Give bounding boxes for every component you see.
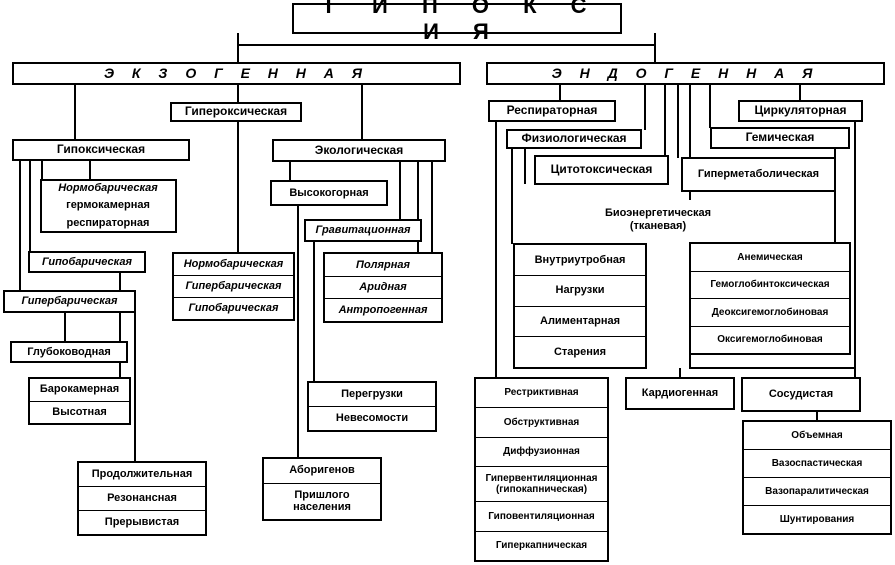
hyperoxic-box: Гипероксическая	[170, 102, 302, 122]
chamber-label: гермокамерная	[66, 199, 150, 212]
resonant-item: Резонансная	[79, 486, 205, 510]
duration-stack: Продолжительная Резонансная Прерывистая	[77, 461, 207, 536]
bioenergetic-label: Биоэнергетическая (тканевая)	[604, 207, 712, 232]
vascular-types-stack: Объемная Вазоспастическая Вазопаралитиче…	[742, 420, 892, 535]
circulatory-box: Циркуляторная	[738, 100, 863, 122]
ecological-box: Экологическая	[272, 139, 446, 162]
intermittent-item: Прерывистая	[79, 510, 205, 534]
cytotoxic-box: Цитотоксическая	[534, 155, 669, 185]
hypobaric-item: Гипобарическая	[174, 297, 293, 319]
hyperbaric-item: Гипербарическая	[174, 275, 293, 297]
endogenous-header: Э Н Д О Г Е Н Н А Я	[486, 62, 885, 85]
respiratory-types-stack: Рестриктивная Обструктивная Диффузионная…	[474, 377, 609, 562]
exogenous-header: Э К З О Г Е Н Н А Я	[12, 62, 461, 85]
pressure-types-stack: Барокамерная Высотная	[28, 377, 131, 425]
arid-item: Аридная	[325, 275, 441, 299]
hypoxic-box: Гипоксическая	[12, 139, 190, 161]
normobaric-subtypes: Нормобарическая гермокамерная респиратор…	[40, 179, 176, 232]
obstructive-item: Обструктивная	[476, 407, 607, 436]
overload-item: Перегрузки	[341, 388, 403, 401]
vasoparalytic-item: Вазопаралитическая	[744, 477, 890, 505]
newcomers-item: Пришлого населения	[264, 482, 380, 519]
weightlessness-item: Невесомости	[309, 406, 435, 430]
hemic-types-stack: Анемическая Гемоглобинтоксическая Деокси…	[689, 242, 851, 355]
normobaric-label: Нормобарическая	[58, 181, 158, 194]
restrictive-item: Рестриктивная	[504, 387, 579, 399]
title-hypoxia: Г И П О К С И Я	[292, 0, 622, 44]
hypobaric-box: Гипобарическая	[28, 251, 146, 273]
aborigines-item: Аборигенов	[289, 464, 355, 477]
pressure-modes-stack: Нормобарическая Гипербарическая Гипобари…	[172, 252, 295, 321]
anemic-item: Анемическая	[737, 251, 803, 263]
normobaric-item: Нормобарическая	[183, 258, 284, 271]
shunting-item: Шунтирования	[744, 505, 890, 533]
pressure-chamber-item: Барокамерная	[39, 383, 120, 396]
hypoventilation-item: Гиповентиляционная	[476, 501, 607, 530]
altitude-item: Высотная	[30, 400, 129, 424]
volume-item: Объемная	[791, 429, 843, 441]
vasospastic-item: Вазоспастическая	[744, 449, 890, 477]
hypermetabolic-box: Гиперметаболическая	[681, 157, 836, 192]
respiratory-box: Респираторная	[488, 100, 616, 122]
exertion-item: Нагрузки	[515, 274, 645, 306]
deoxyhemoglobin-item: Деоксигемоглобиновая	[691, 298, 849, 326]
oxyhemoglobin-item: Оксигемоглобиновая	[691, 325, 849, 354]
hemic-box: Гемическая	[710, 127, 850, 149]
hemoglobin-toxic-item: Гемоглобинтоксическая	[691, 270, 849, 299]
diffusion-item: Диффузионная	[476, 436, 607, 466]
population-stack: Аборигенов Пришлого населения	[262, 457, 382, 521]
deepwater-box: Глубоководная	[10, 341, 128, 363]
normobaric-border	[40, 179, 177, 233]
prolonged-item: Продолжительная	[91, 468, 193, 481]
alimentary-item: Алиментарная	[515, 305, 645, 337]
aging-item: Старения	[515, 336, 645, 367]
regions-stack: Полярная Аридная Антропогенная	[323, 252, 443, 323]
anthropogenic-item: Антропогенная	[325, 298, 441, 321]
physio-types-stack: Внутриутробная Нагрузки Алиментарная Ста…	[513, 243, 647, 369]
cardiogenic-box: Кардиогенная	[625, 377, 735, 410]
hyperventilation-item: Гипервентиляционная (гипокапническая)	[476, 466, 607, 501]
hyperbaric-box: Гипербарическая	[3, 290, 136, 313]
physiological-box: Физиологическая	[506, 129, 642, 149]
respiratory-label: респираторная	[66, 216, 150, 229]
polar-item: Полярная	[356, 258, 410, 271]
gravity-types-stack: Перегрузки Невесомости	[307, 381, 437, 432]
gravitational-box: Гравитационная	[304, 219, 422, 242]
hypercapnic-item: Гиперкапническая	[476, 530, 607, 560]
highland-box: Высокогорная	[270, 180, 388, 206]
vascular-box: Сосудистая	[741, 377, 861, 412]
intrauterine-item: Внутриутробная	[534, 253, 626, 266]
